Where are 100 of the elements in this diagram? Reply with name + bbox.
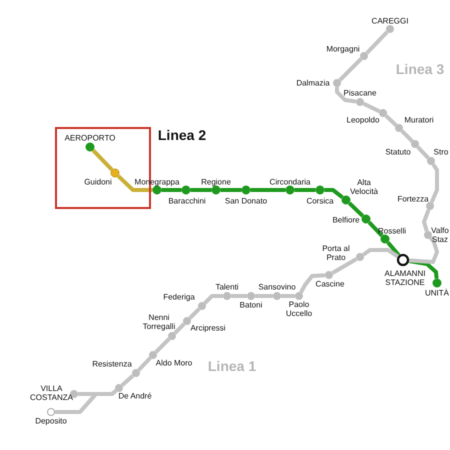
track-line (400, 129, 414, 143)
line-label: Linea 3 (396, 61, 444, 77)
station-label: Fortezza (397, 194, 429, 204)
station-dot (168, 332, 176, 340)
track-line (231, 294, 247, 298)
station-dot (273, 292, 281, 300)
station-label: Nenni Torregalli (142, 313, 176, 331)
station-label: Federiga (163, 292, 195, 302)
station-dot (411, 140, 419, 148)
station-dot (379, 109, 387, 117)
track-line (332, 257, 358, 275)
station-label: VILLA COSTANZA (30, 384, 73, 402)
station-label: Circondaria (270, 178, 310, 186)
station-dot (386, 25, 394, 33)
station-dot (286, 186, 294, 194)
track-line (154, 337, 171, 354)
track-line (220, 188, 242, 192)
track-line (55, 389, 118, 414)
track-line (250, 188, 286, 192)
station-dot (152, 186, 162, 194)
station-label: Regione (201, 178, 231, 186)
station-label: Valfo Staz (430, 226, 450, 244)
station-label: Guidoni (84, 178, 112, 186)
station-label: Pisacane (344, 88, 376, 98)
station-label: Arcipressi (190, 324, 226, 332)
station-label: Corsica (306, 196, 334, 206)
track-line (430, 163, 439, 204)
station-label: UNITÀ (425, 288, 449, 298)
station-label: San Donato (224, 196, 268, 206)
track-line (173, 322, 186, 335)
station-dot (47, 408, 55, 416)
station-label: Stro (434, 148, 448, 156)
station-dot (356, 253, 364, 261)
station-dot (396, 254, 410, 266)
track-line (365, 30, 389, 54)
track-line (362, 102, 380, 114)
station-dot (395, 124, 403, 132)
station-label: Porta al Prato (321, 244, 351, 262)
track-line (384, 114, 398, 127)
station-label: Batoni (240, 300, 262, 310)
station-label: Talenti (215, 282, 239, 292)
station-dot (360, 52, 368, 60)
track-line (294, 188, 316, 192)
station-dot (183, 317, 191, 325)
station-dot (380, 234, 390, 244)
station-label: Aldo Moro (156, 358, 192, 368)
track-line (368, 220, 384, 238)
track-line (255, 294, 273, 298)
station-dot (424, 231, 432, 239)
station-dot (212, 186, 220, 194)
station-label: Muratori (404, 116, 434, 124)
station-label: Alta Velocità (348, 178, 380, 196)
track-line (335, 87, 356, 104)
track-line (162, 188, 182, 192)
station-label: Deposito (35, 416, 67, 426)
track-line (348, 202, 364, 218)
track-line (188, 307, 201, 320)
station-label: CAREGGI (372, 16, 408, 26)
line-label: Linea 2 (158, 127, 206, 143)
station-dot (182, 186, 190, 194)
track-line (422, 209, 430, 232)
station-label: ALAMANNI STAZIONE (384, 269, 426, 287)
station-label: Morgagni (326, 44, 360, 54)
station-label: AEROPORTO (64, 134, 116, 142)
station-dot (426, 202, 434, 210)
track-line (299, 273, 326, 294)
station-label: Cascine (316, 280, 344, 288)
station-label: Rosselli (378, 226, 406, 236)
station-dot (132, 369, 140, 377)
station-dot (356, 98, 364, 106)
station-dot (427, 157, 435, 165)
station-dot (149, 351, 157, 359)
station-dot (110, 168, 120, 178)
station-dot (242, 186, 250, 194)
track-line (362, 248, 399, 258)
track-line (190, 188, 212, 192)
track-line (408, 236, 439, 264)
track-line (386, 241, 401, 257)
station-label: Baracchini (168, 196, 206, 206)
station-dot (295, 292, 303, 300)
track-line (203, 294, 223, 305)
track-line (324, 188, 344, 199)
station-dot (316, 186, 324, 194)
station-label: Sansovino (258, 282, 296, 292)
station-dot (333, 79, 341, 87)
track-line (416, 146, 430, 160)
track-line (281, 294, 295, 298)
station-dot (432, 278, 442, 288)
station-label: Resistenza (92, 360, 132, 368)
station-dot (342, 196, 350, 204)
station-dot (198, 302, 206, 310)
line-label: Linea 1 (208, 358, 256, 374)
station-dot (115, 384, 123, 392)
station-label: Statuto (385, 148, 411, 156)
track-line (92, 148, 114, 172)
station-dot (86, 142, 94, 152)
station-dot (223, 292, 231, 300)
station-label: Belfiore (332, 216, 360, 224)
station-label: De André (118, 392, 152, 400)
track-line (137, 356, 152, 372)
